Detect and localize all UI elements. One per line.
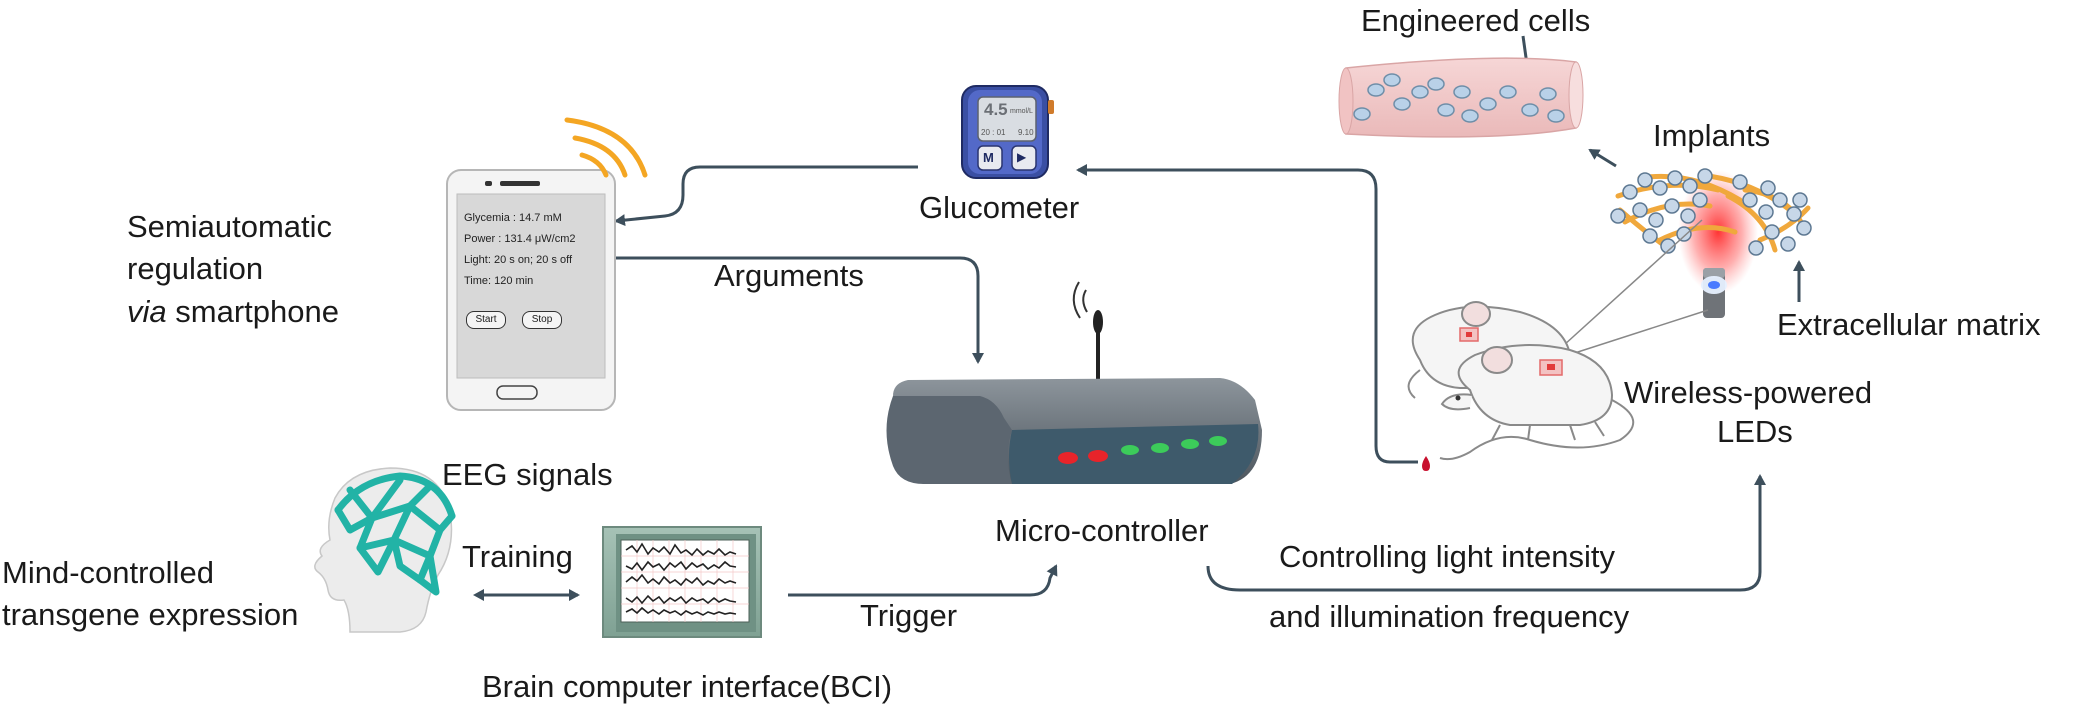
engineered-cells-tissue [1338,57,1584,138]
phone-stop-button: Stop [522,311,562,329]
label-smartphone: smartphone [166,294,339,329]
label-engineered-cells: Engineered cells [1361,3,1591,38]
label-training: Training [462,539,573,574]
glucometer-date: 9.10 [1018,128,1034,137]
smartphone-device [446,169,616,411]
label-semiautomatic: Semiautomatic [127,209,333,244]
glucometer-reading: 4.5 [984,100,1008,119]
head-eeg-illustration [314,467,456,633]
phone-glycemia-text: Glycemia : 14.7 mM [464,212,562,224]
arrow-mouse-to-glucometer [1076,164,1418,464]
arrow-implants [1588,148,1617,168]
label-wireless-powered: Wireless-powered [1624,375,1873,410]
label-transgene-expression: transgene expression [2,597,299,632]
glucometer-time: 20 : 01 [981,128,1006,137]
glucometer-device [961,85,1054,179]
label-illumination-frequency: and illumination frequency [1269,599,1630,634]
implant-connector-line-2 [1552,309,1709,361]
arrow-controlling-light [1206,474,1766,592]
label-leds: LEDs [1717,414,1793,449]
wifi-signal-icon [564,117,648,178]
glucometer-unit: mmol/L [1010,108,1033,115]
label-mind-controlled: Mind-controlled [2,555,214,590]
phone-light-text: Light: 20 s on; 20 s off [464,254,573,266]
label-regulation: regulation [127,251,264,286]
label-trigger: Trigger [860,598,958,633]
phone-start-button: Start [466,311,506,329]
arrow-glucometer-to-phone [614,165,918,227]
label-via-smartphone: via smartphone [127,293,339,330]
blood-drop [1422,456,1430,471]
phone-time-text: Time: 120 min [464,275,534,287]
glucometer-play-button: ▶ [1017,150,1027,164]
implant-illustration [1610,168,1812,318]
label-glucometer: Glucometer [919,190,1080,225]
arrow-trigger [788,564,1058,597]
label-implants: Implants [1653,118,1771,153]
glucometer-m-button: M [983,150,994,165]
label-eeg-signals: EEG signals [442,457,613,492]
label-bci: Brain computer interface(BCI) [482,669,893,704]
implant-connector-line [1552,219,1703,356]
label-via-italic: via [127,294,167,329]
phone-power-text: Power : 131.4 μW/cm2 [464,233,576,245]
micro-controller-device [886,281,1262,484]
arrow-arguments [614,256,984,364]
label-controlling-light: Controlling light intensity [1279,539,1616,574]
label-micro-controller: Micro-controller [995,513,1209,548]
bci-monitor-device [602,526,762,638]
mouse-illustration [1407,301,1635,461]
label-arguments: Arguments [714,258,864,293]
label-extracellular-matrix: Extracellular matrix [1777,307,2041,342]
